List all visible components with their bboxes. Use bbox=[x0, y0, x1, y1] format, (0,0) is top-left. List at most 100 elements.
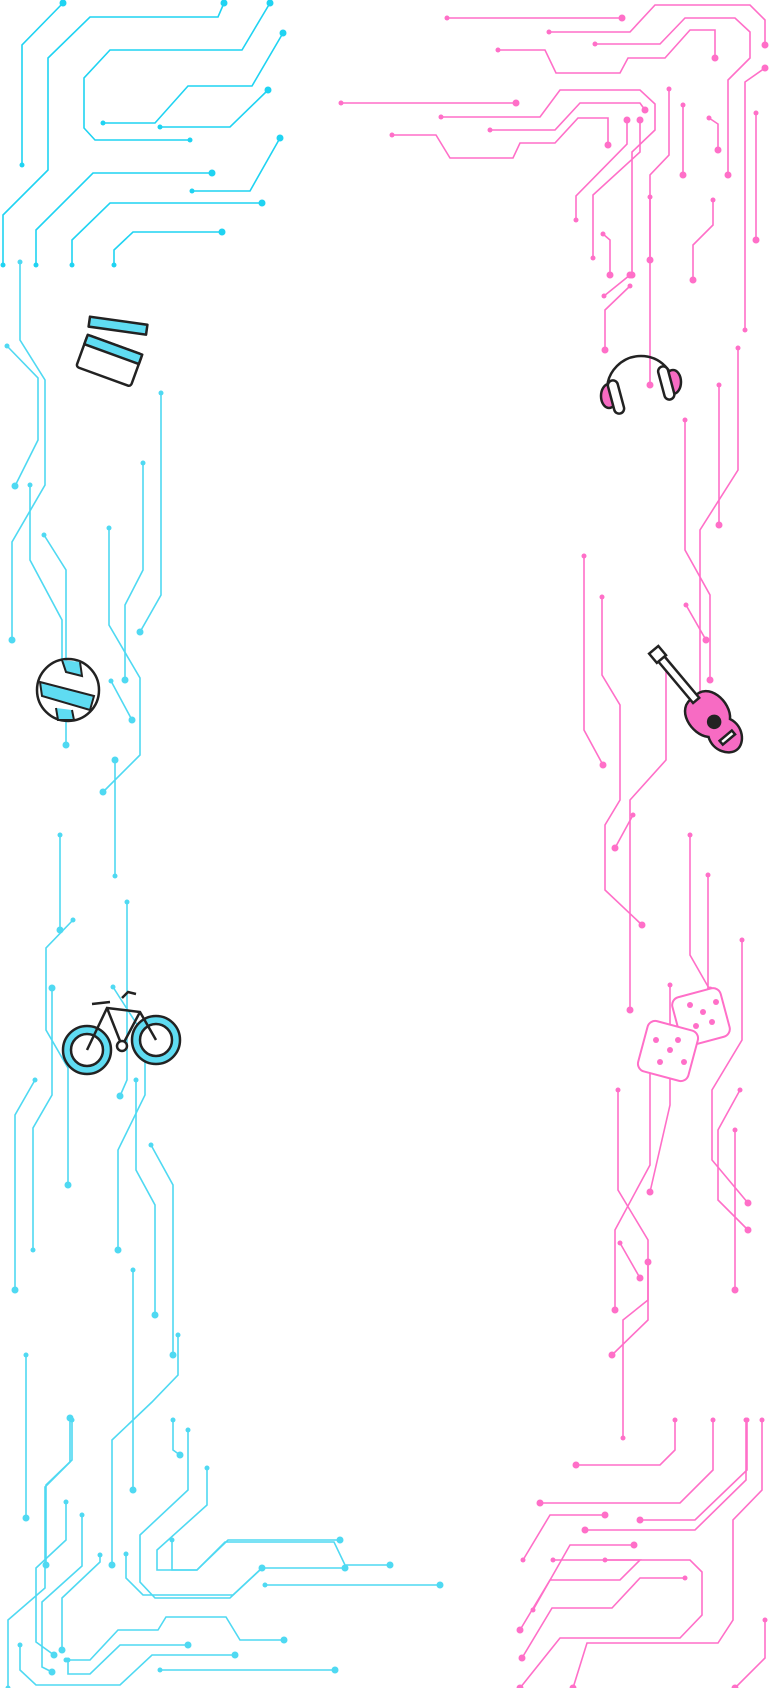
circuit-node bbox=[48, 984, 56, 992]
circuit-node bbox=[112, 873, 118, 879]
circuit-node bbox=[258, 1564, 266, 1572]
cyan-circuit-lines bbox=[0, 0, 444, 1688]
circuit-trace bbox=[614, 1045, 651, 1310]
circuit-node bbox=[106, 525, 112, 531]
circuit-trace bbox=[717, 1089, 749, 1231]
circuit-trace bbox=[124, 463, 144, 680]
circuit-trace bbox=[744, 67, 766, 330]
circuit-node bbox=[739, 937, 745, 943]
circuit-node bbox=[761, 64, 769, 72]
circuit-trace bbox=[521, 1577, 685, 1659]
circuit-node bbox=[761, 41, 769, 49]
circuit-trace bbox=[622, 1262, 649, 1438]
circuit-trace bbox=[45, 919, 74, 1185]
circuit-node bbox=[99, 788, 107, 796]
circuit-node bbox=[753, 110, 759, 116]
circuit-node bbox=[276, 134, 284, 142]
circuit-node bbox=[716, 382, 722, 388]
circuit-trace bbox=[522, 1514, 605, 1561]
circuit-node bbox=[57, 832, 63, 838]
circuit-node bbox=[679, 171, 687, 179]
circuit-trace bbox=[2, 2, 225, 265]
circuit-trace bbox=[519, 1559, 703, 1688]
circuit-trace bbox=[614, 814, 634, 849]
circuit-trace bbox=[611, 1090, 649, 1356]
circuit-node bbox=[0, 262, 6, 268]
circuit-node bbox=[204, 1465, 210, 1471]
circuit-trace bbox=[649, 89, 670, 260]
circuit-trace bbox=[692, 200, 714, 280]
circuit-node bbox=[170, 1417, 176, 1423]
circuit-node bbox=[187, 137, 193, 143]
circuit-trace bbox=[490, 102, 646, 131]
circuit-node bbox=[572, 1461, 580, 1469]
circuit-node bbox=[590, 255, 596, 261]
circuit-node bbox=[606, 271, 614, 279]
circuit-trace bbox=[711, 940, 749, 1204]
circuit-node bbox=[682, 1575, 688, 1581]
circuit-node bbox=[189, 188, 195, 194]
circuit-trace bbox=[734, 1620, 766, 1688]
circuit-node bbox=[627, 283, 633, 289]
circuit-node bbox=[599, 594, 605, 600]
circuit-trace bbox=[67, 1644, 188, 1675]
circuit-node bbox=[617, 1240, 623, 1246]
clapperboard-icon bbox=[75, 315, 149, 387]
circuit-node bbox=[336, 1536, 344, 1544]
circuit-trace bbox=[21, 2, 64, 165]
circuit-node bbox=[19, 162, 25, 168]
circuit-node bbox=[108, 1561, 116, 1569]
circuit-trace bbox=[19, 1645, 235, 1686]
circuit-node bbox=[611, 844, 619, 852]
circuit-node bbox=[108, 678, 114, 684]
circuit-node bbox=[111, 262, 117, 268]
circuit-node bbox=[495, 47, 501, 53]
circuit-node bbox=[667, 982, 673, 988]
circuit-node bbox=[11, 1286, 19, 1294]
circuit-trace bbox=[14, 1079, 36, 1290]
circuit-node bbox=[158, 390, 164, 396]
circuit-trace bbox=[113, 231, 222, 265]
circuit-node bbox=[341, 1564, 349, 1572]
circuit-trace bbox=[171, 1540, 390, 1571]
circuit-node bbox=[569, 1684, 577, 1688]
circuit-node bbox=[706, 676, 714, 684]
circuit-node bbox=[111, 756, 119, 764]
circuit-node bbox=[687, 832, 693, 838]
circuit-node bbox=[264, 86, 272, 94]
circuit-node bbox=[744, 1226, 752, 1234]
circuit-node bbox=[762, 1617, 768, 1623]
circuit-node bbox=[705, 872, 711, 878]
circuit-node bbox=[647, 194, 653, 200]
circuit-node bbox=[638, 921, 646, 929]
circuit-node bbox=[69, 262, 75, 268]
circuit-trace bbox=[549, 4, 766, 45]
circuit-trace bbox=[595, 17, 751, 175]
circuit-node bbox=[389, 132, 395, 138]
circuit-trace bbox=[540, 1420, 714, 1504]
circuit-node bbox=[262, 1582, 268, 1588]
circuit-node bbox=[644, 1258, 652, 1266]
circuit-node bbox=[620, 1435, 626, 1441]
circuit-node bbox=[220, 0, 228, 7]
circuit-trace bbox=[102, 528, 141, 793]
circuit-node bbox=[536, 1499, 544, 1507]
circuit-trace bbox=[689, 835, 711, 991]
circuit-trace bbox=[111, 1335, 179, 1565]
circuit-trace bbox=[119, 902, 128, 1097]
circuit-node bbox=[710, 1417, 716, 1423]
circuit-node bbox=[724, 171, 732, 179]
circuit-trace bbox=[498, 29, 716, 74]
circuit-trace bbox=[708, 117, 719, 150]
circuit-node bbox=[110, 984, 116, 990]
circuit-node bbox=[258, 199, 266, 207]
circuit-trace bbox=[689, 348, 739, 716]
circuit-trace bbox=[602, 233, 611, 275]
circuit-trace bbox=[684, 420, 711, 680]
circuit-node bbox=[516, 1684, 524, 1688]
circuit-node bbox=[744, 1199, 752, 1207]
circuit-trace bbox=[585, 1420, 747, 1531]
circuit-node bbox=[550, 1557, 556, 1563]
circuit-node bbox=[737, 1087, 743, 1093]
